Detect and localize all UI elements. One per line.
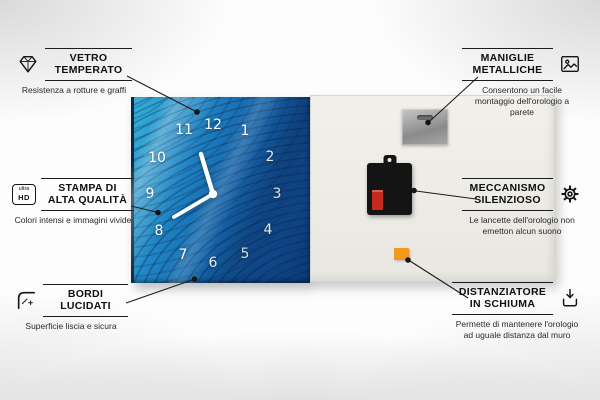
foam-spacer bbox=[394, 248, 409, 260]
callout-vetro-temperato: VETRO TEMPERATO Resistenza a rotture e g… bbox=[16, 48, 132, 96]
callout-description: Resistenza a rotture e graffi bbox=[21, 84, 127, 95]
clock-number: 1 bbox=[240, 123, 250, 139]
diamond-icon bbox=[16, 52, 40, 76]
polished-edge-icon bbox=[14, 288, 38, 312]
clock-mechanism bbox=[367, 155, 412, 215]
callout-title: DISTANZIATORE IN SCHIUMA bbox=[452, 282, 553, 315]
callout-distanziatore-in-schiuma: DISTANZIATORE IN SCHIUMA Permette di man… bbox=[452, 282, 582, 341]
clock-number: 7 bbox=[178, 247, 188, 263]
callout-description: Consentono un facile montaggio dell'orol… bbox=[474, 84, 570, 117]
clock-number: 3 bbox=[272, 186, 282, 202]
callout-title: MANIGLIE METALLICHE bbox=[462, 48, 553, 81]
callout-title: STAMPA DI ALTA QUALITÀ bbox=[41, 178, 134, 211]
spacer-icon bbox=[558, 286, 582, 310]
callout-title: BORDI LUCIDATI bbox=[43, 284, 128, 317]
callout-title: VETRO TEMPERATO bbox=[45, 48, 132, 81]
clock-number: 4 bbox=[263, 222, 273, 238]
callout-title: MECCANISMO SILENZIOSO bbox=[462, 178, 553, 211]
clock-hands bbox=[172, 151, 218, 219]
clock-number: 8 bbox=[154, 223, 164, 239]
clock-front-view: 12 1 2 3 4 5 6 7 8 9 10 11 bbox=[131, 97, 310, 283]
metal-hanger-plate bbox=[402, 109, 448, 145]
clock-number: 5 bbox=[240, 246, 250, 262]
clock-number: 12 bbox=[204, 117, 222, 133]
clock-number: 2 bbox=[265, 149, 275, 165]
mechanism-hook bbox=[383, 155, 396, 165]
clock-number: 11 bbox=[175, 122, 193, 138]
battery bbox=[372, 190, 383, 210]
callout-description: Colori intensi e immagini vivide bbox=[14, 214, 132, 225]
callout-description: Le lancette dell'orologio non emetton al… bbox=[469, 214, 575, 236]
callout-maniglie-metalliche: MANIGLIE METALLICHE Consentono un facile… bbox=[462, 48, 582, 118]
clock-number: 9 bbox=[145, 186, 155, 202]
clock-number: 10 bbox=[148, 150, 166, 166]
callout-meccanismo-silenzioso: MECCANISMO SILENZIOSO bbox=[462, 178, 582, 237]
gear-icon bbox=[558, 182, 582, 206]
callout-description: Superficie liscia e sicura bbox=[25, 320, 117, 331]
callout-description: Permette di mantenere l'orologio ad ugua… bbox=[455, 318, 579, 340]
callout-bordi-lucidati: BORDI LUCIDATI Superficie liscia e sicur… bbox=[14, 284, 128, 332]
clock-back-view bbox=[310, 95, 555, 282]
picture-frame-icon bbox=[558, 52, 582, 76]
clock-number: 6 bbox=[208, 255, 218, 271]
